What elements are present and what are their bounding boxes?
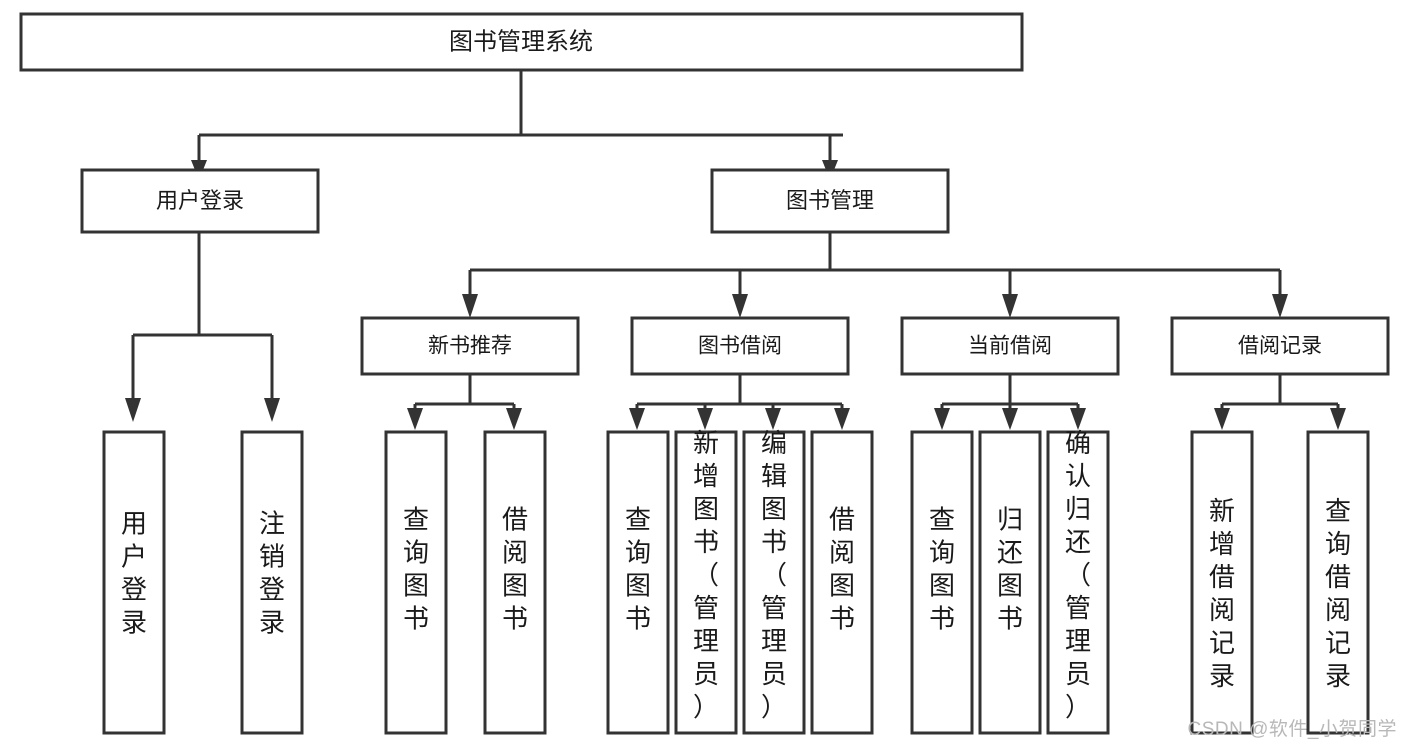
leaf-edit-book-box[interactable] (742, 430, 806, 735)
book-borrow-label: 图书借阅 (698, 335, 782, 358)
arrow-new-book-recommend (462, 294, 478, 318)
node-user-login[interactable]: 用户登录 (80, 168, 320, 234)
leaf-user-logout-box[interactable] (240, 430, 304, 735)
connector-layer (125, 70, 1346, 430)
root-box[interactable] (19, 12, 1024, 72)
leaf-borrow-book-2-box[interactable] (810, 430, 874, 735)
book-management-label: 图书管理 (786, 188, 874, 213)
arrow-leaf-query-book-1 (407, 408, 423, 430)
arrow-leaf-add-book (697, 408, 713, 430)
node-current-borrow[interactable]: 当前借阅 (900, 316, 1120, 376)
root-label: 图书管理系统 (449, 28, 593, 55)
borrow-record-label: 借阅记录 (1238, 335, 1322, 358)
arrow-current-borrow (1002, 294, 1018, 318)
arrow-leaf-user-login (125, 398, 141, 422)
borrow-record-box[interactable] (1170, 316, 1390, 376)
leaf-query-book-2-label: 查询图书 (625, 505, 651, 634)
node-leaf-user-logout[interactable]: 注销登录 (240, 430, 304, 735)
arrow-leaf-borrow-book-2 (834, 408, 850, 430)
current-borrow-box[interactable] (900, 316, 1120, 376)
leaf-add-record-label: 新增借阅记录 (1209, 496, 1235, 691)
node-leaf-borrow-book-2[interactable]: 借阅图书 (810, 430, 874, 735)
leaf-confirm-return-label: 确认归还（管理员） (1065, 428, 1091, 722)
book-borrow-box[interactable] (630, 316, 850, 376)
node-leaf-edit-book[interactable]: 编辑图书（管理员） (742, 428, 806, 735)
node-book-management[interactable]: 图书管理 (710, 168, 950, 234)
node-leaf-user-login[interactable]: 用户登录 (102, 430, 166, 735)
arrow-leaf-borrow-book-1 (506, 408, 522, 430)
leaf-query-book-2-box[interactable] (606, 430, 670, 735)
arrow-leaf-query-book-3 (934, 408, 950, 430)
new-book-recommend-box[interactable] (360, 316, 580, 376)
new-book-recommend-label: 新书推荐 (428, 335, 512, 358)
arrow-book-borrow (732, 294, 748, 318)
leaf-confirm-return-box[interactable] (1046, 430, 1110, 735)
node-leaf-borrow-book-1[interactable]: 借阅图书 (483, 430, 547, 735)
node-leaf-add-record[interactable]: 新增借阅记录 (1190, 430, 1254, 735)
arrow-leaf-edit-book (765, 408, 781, 430)
leaf-add-book-label: 新增图书（管理员） (693, 428, 719, 722)
arrow-leaf-confirm-return (1070, 408, 1086, 430)
leaf-user-logout-label: 注销登录 (259, 509, 285, 638)
leaf-borrow-book-1-box[interactable] (483, 430, 547, 735)
csdn-watermark: CSDN @软件_小贺同学 (1187, 719, 1397, 740)
arrow-leaf-return-book (1002, 408, 1018, 430)
leaf-query-book-1-label: 查询图书 (403, 505, 429, 634)
arrow-leaf-query-record (1330, 408, 1346, 430)
leaf-query-book-1-box[interactable] (384, 430, 448, 735)
node-root[interactable]: 图书管理系统 (19, 12, 1024, 72)
user-login-box[interactable] (80, 168, 320, 234)
leaf-borrow-book-1-label: 借阅图书 (502, 505, 528, 634)
arrow-leaf-query-book-2 (629, 408, 645, 430)
user-login-label: 用户登录 (156, 188, 244, 213)
node-book-borrow[interactable]: 图书借阅 (630, 316, 850, 376)
arrow-leaf-add-record (1214, 408, 1230, 430)
leaf-borrow-book-2-label: 借阅图书 (829, 505, 855, 634)
leaf-edit-book-label: 编辑图书（管理员） (761, 428, 787, 722)
node-leaf-return-book[interactable]: 归还图书 (978, 430, 1042, 735)
leaf-layer: 用户登录 注销登录 查询图书 借阅图书 查询图书 新增图书（管理员） 编辑图书（… (102, 428, 1370, 735)
arrow-leaf-user-logout (264, 398, 280, 422)
node-leaf-query-book-2[interactable]: 查询图书 (606, 430, 670, 735)
leaf-query-book-3-label: 查询图书 (929, 505, 955, 634)
node-leaf-query-book-1[interactable]: 查询图书 (384, 430, 448, 735)
leaf-query-record-box[interactable] (1306, 430, 1370, 735)
node-leaf-add-book[interactable]: 新增图书（管理员） (674, 428, 738, 735)
leaf-query-record-label: 查询借阅记录 (1325, 496, 1351, 691)
current-borrow-label: 当前借阅 (968, 335, 1052, 358)
leaf-user-login-box[interactable] (102, 430, 166, 735)
arrow-borrow-record (1272, 294, 1288, 318)
node-leaf-confirm-return[interactable]: 确认归还（管理员） (1046, 428, 1110, 735)
node-leaf-query-book-3[interactable]: 查询图书 (910, 430, 974, 735)
node-new-book-recommend[interactable]: 新书推荐 (360, 316, 580, 376)
book-management-box[interactable] (710, 168, 950, 234)
leaf-add-book-box[interactable] (674, 430, 738, 735)
node-leaf-query-record[interactable]: 查询借阅记录 (1306, 430, 1370, 735)
leaf-add-record-box[interactable] (1190, 430, 1254, 735)
leaf-return-book-box[interactable] (978, 430, 1042, 735)
node-borrow-record[interactable]: 借阅记录 (1170, 316, 1390, 376)
leaf-user-login-label: 用户登录 (121, 509, 147, 638)
leaf-query-book-3-box[interactable] (910, 430, 974, 735)
leaf-return-book-label: 归还图书 (997, 505, 1023, 634)
